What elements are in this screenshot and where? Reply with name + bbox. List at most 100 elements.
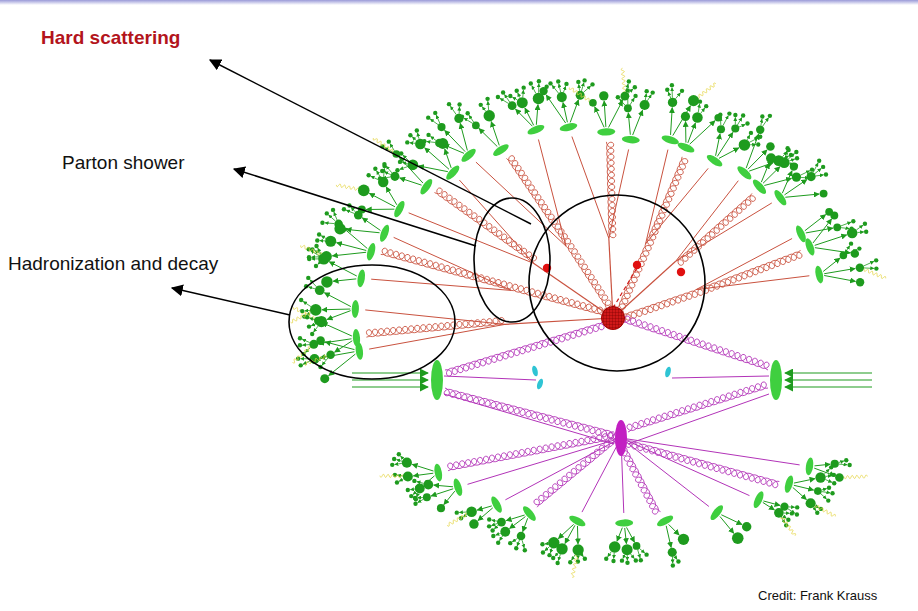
credit-note: Credit: Frank Krauss [758, 588, 877, 604]
hadron-dot [358, 185, 370, 197]
remnant-ellipse [664, 366, 672, 378]
decay-product [568, 560, 572, 564]
decay-line [613, 268, 637, 308]
decay-product [849, 241, 853, 245]
hadron-dot [624, 104, 632, 112]
hadron-dot [766, 142, 775, 151]
hadron-track [669, 524, 680, 535]
decay-product [832, 481, 836, 485]
hadron-track [749, 163, 773, 171]
decay-track [824, 469, 829, 474]
decay-track [814, 507, 816, 510]
hadron-dot [622, 544, 633, 555]
parton-line [538, 139, 566, 246]
decay-track [627, 555, 628, 560]
hadron-track [525, 108, 534, 125]
decay-track [623, 555, 625, 559]
decay-track [401, 456, 404, 459]
decay-track [645, 94, 647, 100]
decay-track [630, 98, 634, 105]
decay-track [581, 83, 583, 91]
hadron-dot [466, 506, 477, 517]
decay-product [583, 557, 587, 561]
decay-track [552, 85, 558, 93]
decay-product [851, 219, 855, 223]
heavy-decay-dot [677, 268, 685, 276]
decay-track [302, 344, 309, 345]
hadron-dot [321, 276, 332, 287]
decay-track [783, 516, 787, 519]
decay-product [795, 512, 799, 516]
parton-line [365, 310, 505, 324]
parton-line [409, 213, 534, 264]
decay-product [392, 457, 396, 461]
decay-product [413, 502, 417, 506]
decay-product [644, 89, 648, 93]
hadron-track [609, 100, 623, 127]
decay-product [857, 246, 861, 250]
hadron-dot [321, 251, 332, 262]
decay-product [529, 81, 533, 85]
decay-track [822, 492, 830, 493]
decay-product [794, 150, 798, 154]
decay-track [723, 116, 728, 126]
hadron-track [824, 275, 855, 281]
hadron-dot [415, 139, 426, 150]
hadron-dot [497, 518, 506, 527]
hadron-track [763, 502, 775, 510]
decay-track [496, 533, 501, 535]
hadron-dot [681, 112, 690, 121]
hadron-track [413, 473, 433, 476]
hadron-dot [508, 101, 517, 110]
gluon-line [606, 142, 615, 238]
decay-track [613, 553, 614, 559]
decay-product [408, 133, 412, 137]
decay-product [827, 486, 831, 490]
decay-product [412, 479, 416, 483]
hadron-track [577, 526, 579, 544]
decay-product [821, 165, 825, 169]
hadron-dot [668, 548, 677, 557]
cluster-ellipse [805, 457, 815, 476]
hadron-dot [792, 172, 801, 181]
decay-product [874, 266, 878, 270]
hadron-dot [779, 157, 790, 168]
decay-track [845, 246, 849, 252]
parton-line [394, 237, 512, 290]
cluster-ellipse [351, 300, 359, 318]
hadron-dot [320, 374, 329, 383]
decay-track [668, 92, 671, 98]
decay-track [413, 492, 416, 495]
decay-track [584, 86, 591, 92]
decay-product [508, 541, 512, 545]
decay-track [459, 512, 466, 513]
hadron-dot [415, 484, 425, 494]
hadron-track [666, 526, 671, 548]
decay-track [559, 84, 561, 92]
decay-track [789, 506, 795, 507]
decay-product [844, 458, 848, 462]
decay-product [795, 505, 799, 509]
hadron-dot [517, 97, 528, 108]
hadron-track [366, 209, 394, 210]
cluster-ellipse [661, 134, 680, 146]
cluster-ellipse [489, 495, 504, 514]
decay-product [320, 220, 324, 224]
decay-track [582, 554, 584, 556]
decay-product [307, 255, 311, 259]
hadron-track [322, 323, 352, 336]
hadron-dot [402, 458, 412, 468]
hadron-dot [403, 472, 413, 482]
decay-track [430, 119, 438, 125]
hadron-track [805, 215, 826, 231]
decay-track [675, 556, 677, 559]
decay-track [512, 538, 517, 541]
decay-track [417, 497, 422, 498]
cluster-ellipse [783, 474, 795, 493]
decay-product [415, 128, 419, 132]
decay-track [627, 93, 628, 104]
decay-track [739, 124, 745, 127]
hadron-track [424, 476, 435, 485]
hadron-track [400, 178, 422, 185]
